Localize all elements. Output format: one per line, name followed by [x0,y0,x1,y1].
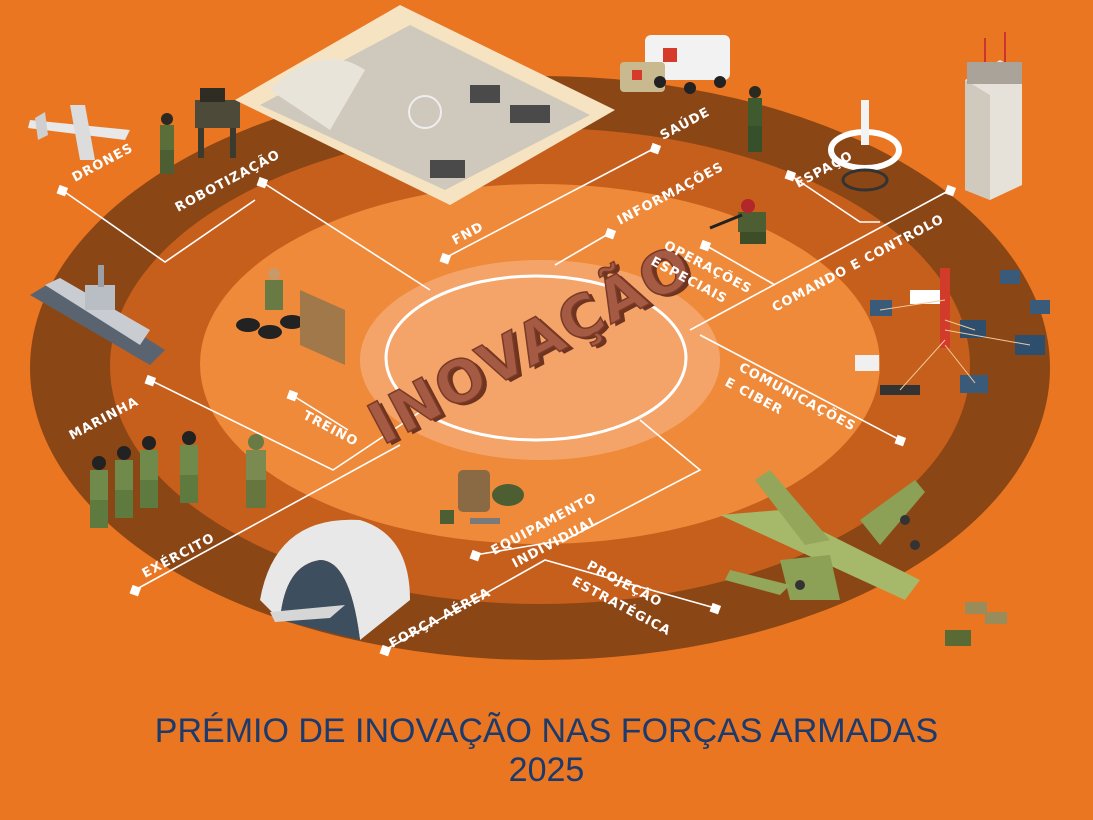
connector-markers [56,142,957,657]
title-line-1: PRÉMIO DE INOVAÇÃO NAS FORÇAS ARMADAS [154,712,939,750]
ambulance-icon [620,35,730,94]
training-obstacle-icon [236,268,345,365]
hangar-icon [260,519,410,640]
innovation-rings-diagram: INOVAÇÃO INOVAÇÃO DRONES ROBOTIZAÇÃO FND… [28,5,1050,660]
page-title: PRÉMIO DE INOVAÇÃO NAS FORÇAS ARMADAS 20… [0,712,1093,790]
innermost-ring [360,260,720,460]
center-circle [384,274,688,442]
army-soldiers-icon [90,431,266,528]
robot-dog-icon [195,88,240,158]
military-vehicles-icon [945,602,1007,646]
soldier-icon [160,113,174,174]
network-devices-icon [855,268,1050,395]
military-base-icon [235,5,615,205]
navy-ship-icon [30,265,165,365]
drone-icon [28,105,130,160]
transport-plane-icon [720,470,925,600]
individual-equipment-icon [440,470,524,524]
soldier-icon [748,86,762,152]
satellite-icon [828,100,902,192]
special-forces-soldier-icon [709,199,766,244]
title-line-2: 2025 [508,751,585,789]
connector-lines [61,147,951,651]
control-tower-icon [965,32,1022,200]
